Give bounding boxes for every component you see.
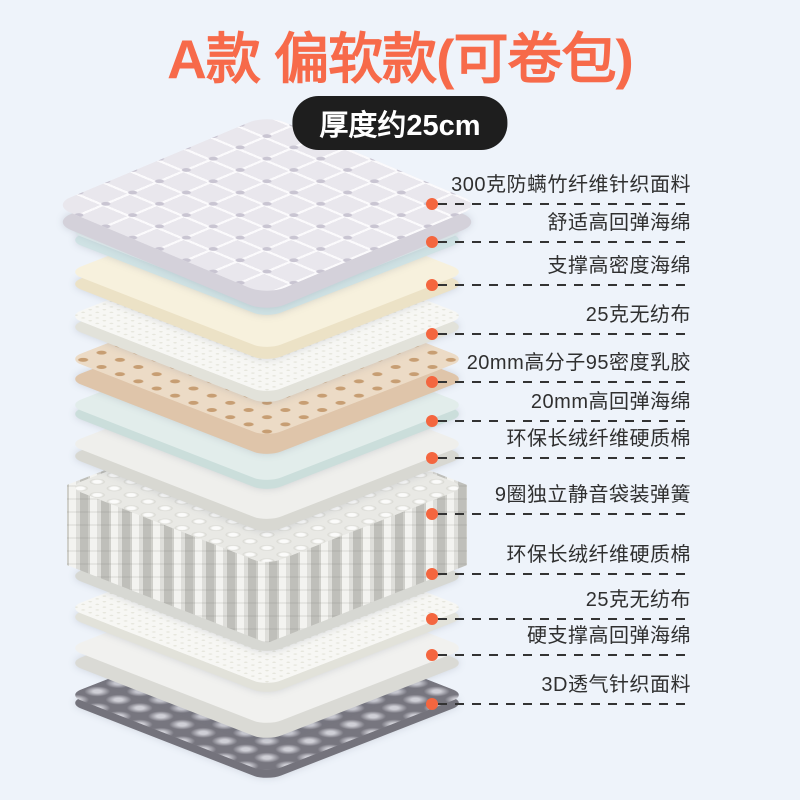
- callout-label: 3D透气针织面料: [541, 674, 691, 696]
- callout-dot: [426, 198, 438, 210]
- callout-line: [438, 381, 693, 383]
- callout-row: 20mm高回弹海绵: [426, 386, 693, 427]
- callout-row: 硬支撑高回弹海绵: [426, 620, 693, 661]
- callout-label: 300克防螨竹纤维针织面料: [451, 174, 691, 196]
- callout-label: 硬支撑高回弹海绵: [527, 625, 691, 647]
- callout-row: 20mm高分子95密度乳胶: [426, 347, 693, 388]
- callout-dot: [426, 279, 438, 291]
- callout-row: 舒适高回弹海绵: [426, 207, 693, 248]
- callout-line: [438, 573, 693, 575]
- callout-label: 舒适高回弹海绵: [547, 212, 691, 234]
- callout-dot: [426, 452, 438, 464]
- callout-dot: [426, 613, 438, 625]
- callout-line: [438, 654, 693, 656]
- callout-row: 支撑高密度海绵: [426, 250, 693, 291]
- callout-line: [438, 203, 693, 205]
- callout-dot: [426, 415, 438, 427]
- callout-line: [438, 420, 693, 422]
- callout-label: 25克无纺布: [585, 304, 691, 326]
- callout-line: [438, 513, 693, 515]
- callout-line: [438, 284, 693, 286]
- callout-label: 支撑高密度海绵: [547, 255, 691, 277]
- callout-dot: [426, 508, 438, 520]
- callout-dot: [426, 376, 438, 388]
- callout-line: [438, 241, 693, 243]
- callout-dot: [426, 568, 438, 580]
- callout-dot: [426, 698, 438, 710]
- callout-dot: [426, 649, 438, 661]
- page-title: A款 偏软款(可卷包): [167, 28, 634, 90]
- callout-label: 20mm高分子95密度乳胶: [466, 352, 691, 374]
- callout-row: 9圈独立静音袋装弹簧: [426, 479, 693, 520]
- callout-label: 25克无纺布: [585, 589, 691, 611]
- callout-row: 3D透气针织面料: [426, 669, 693, 710]
- callout-row: 300克防螨竹纤维针织面料: [426, 169, 693, 210]
- callout-line: [438, 457, 693, 459]
- callout-row: 环保长绒纤维硬质棉: [426, 539, 693, 580]
- callout-label: 9圈独立静音袋装弹簧: [494, 484, 691, 506]
- callout-dot: [426, 328, 438, 340]
- callout-row: 25克无纺布: [426, 299, 693, 340]
- thickness-badge: 厚度约25cm: [292, 96, 508, 150]
- callout-label: 20mm高回弹海绵: [530, 391, 691, 413]
- callout-line: [438, 703, 693, 705]
- callout-line: [438, 618, 693, 620]
- callout-label: 环保长绒纤维硬质棉: [506, 428, 691, 450]
- callout-label: 环保长绒纤维硬质棉: [506, 544, 691, 566]
- callout-dot: [426, 236, 438, 248]
- callout-row: 环保长绒纤维硬质棉: [426, 423, 693, 464]
- callout-row: 25克无纺布: [426, 584, 693, 625]
- callout-line: [438, 333, 693, 335]
